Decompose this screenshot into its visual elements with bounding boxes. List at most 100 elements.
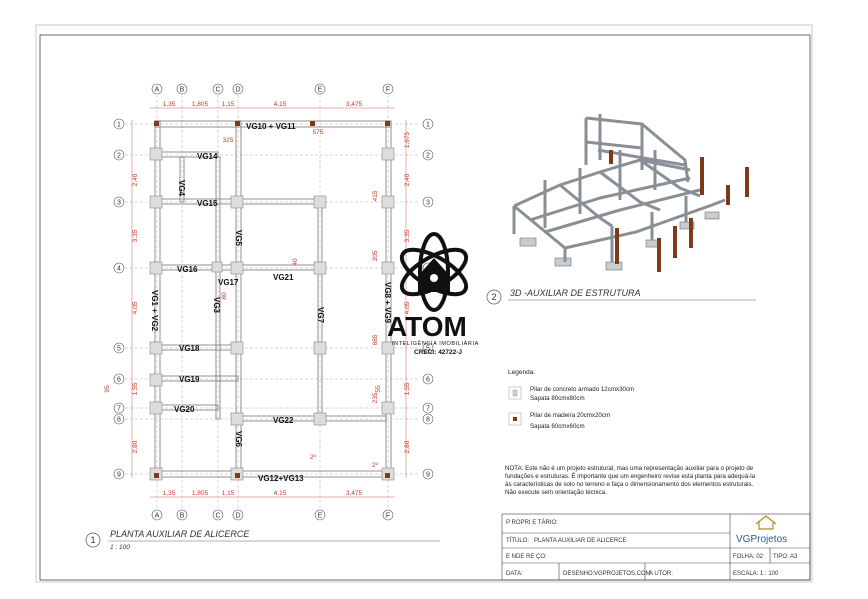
vgprojetos-logo-text: VGProjetos [736, 534, 787, 545]
date-label: DATA: [506, 571, 523, 577]
beam-vg20: VG20 [174, 405, 195, 414]
title-label: TÍTULO: [506, 537, 529, 544]
right-dim-2: 2,40 [404, 173, 411, 186]
beam-vg8-vg9: VG8 + VG9 [383, 282, 392, 324]
left-dim-2: 3,35 [132, 229, 139, 242]
beam-vg14: VG14 [197, 152, 218, 161]
bottom-dim-2: 1,805 [192, 490, 209, 497]
row-axis-left-6: 6 [117, 377, 121, 384]
beam-vg6: VG6 [234, 431, 243, 448]
row-axis-right-9: 9 [426, 472, 430, 479]
row-axis-left-5: 5 [117, 346, 121, 353]
col-axis-top-f: F [386, 87, 390, 94]
dim-575: 575 [313, 129, 324, 136]
atom-brand: ATOM [387, 311, 467, 342]
note-line-1: NOTA: Este não é um projeto estrutural, … [505, 465, 754, 472]
beam-vg18: VG18 [179, 344, 200, 353]
dim-40: 40 [292, 258, 299, 266]
scale-label: ESCALA: 1 : 100 [733, 571, 779, 577]
col-axis-top-b: B [180, 87, 185, 94]
legend-item-2-line2: Sapata 60cmx60cm [530, 423, 585, 430]
beam-vg12-vg13: VG12+VG13 [258, 474, 304, 483]
row-axis-left-2: 2 [117, 153, 121, 160]
beam-vg4: VG4 [177, 180, 186, 197]
atom-creci: CRECI: 42722-J [414, 349, 462, 356]
beam-vg15: VG15 [197, 199, 218, 208]
legend-item-1-line2: Sapata 80cmx80cm [530, 395, 585, 402]
beam-vg22: VG22 [273, 416, 294, 425]
dim-325: 325 [223, 137, 234, 144]
row-axis-right-3: 3 [426, 200, 430, 207]
col-axis-top-c: C [215, 87, 220, 94]
view3d-number-circle [486, 289, 502, 305]
outer-frame [35, 24, 813, 583]
left-dim-4: 1,55 [132, 382, 139, 395]
left-dim-5: 2,80 [132, 440, 139, 453]
row-axis-right-7: 7 [426, 406, 430, 413]
bottom-dim-5: 3,475 [346, 490, 363, 497]
legend: Legenda: Pilar de concreto armado 12cmx3… [508, 369, 634, 430]
col-axis-bottom-b: B [180, 513, 185, 520]
address-label: E NDE RE ÇO: [506, 554, 547, 560]
atom-watermark: ATOM INTELIGÊNCIA IMOBILIÁRIA CRECI: 427… [387, 232, 479, 356]
beam-vg1-vg2: VG1 + VG2 [150, 290, 159, 332]
plan-number-circle [85, 532, 101, 548]
col-axis-bottom-d: D [235, 513, 240, 520]
dim-55: 55 [375, 385, 382, 393]
bottom-dim-1: 1,35 [163, 490, 176, 497]
col-axis-top-d: D [235, 87, 240, 94]
note-line-4: Não execute sem orientação técnica. [505, 489, 607, 496]
right-dim-3: 3,35 [404, 229, 411, 242]
note-line-2: fundações e estruturas. É importante que… [505, 473, 756, 480]
type-label: TIPO: A3 [773, 554, 798, 560]
title-block: P ROPRI E TÁRIO: TÍTULO: PLANTA AUXILIAR… [501, 513, 811, 581]
plan-number: 1 [90, 535, 95, 545]
inner-frame [39, 34, 811, 581]
sheet-label: FOLHA: 02 [733, 554, 764, 560]
row-axis-left-8: 8 [117, 417, 121, 424]
title-value: PLANTA AUXILIAR DE ALICERCE [534, 538, 627, 544]
row-axis-right-1: 1 [426, 122, 430, 129]
marker-2: 2º [372, 462, 379, 469]
structure-3d-view: 2 3D -AUXILIAR DE ESTRUTURA [486, 114, 756, 305]
row-axis-left-3: 3 [117, 200, 121, 207]
plan-title: PLANTA AUXILIAR DE ALICERCE [110, 529, 250, 539]
note-line-3: às características de solo no terreno e … [505, 481, 754, 488]
author-label: A UTOR: [649, 571, 673, 577]
top-dim-3: 1,15 [222, 101, 235, 108]
dim-95: 95 [104, 385, 111, 393]
vgprojetos-logo: VGProjetos [736, 515, 787, 545]
beam-vg16: VG16 [177, 265, 198, 274]
col-axis-top-a: A [155, 87, 160, 94]
beam-vg19: VG19 [179, 375, 200, 384]
row-axis-right-2: 2 [426, 153, 430, 160]
dim-80: 80 [221, 292, 228, 300]
col-axis-top-e: E [318, 87, 323, 94]
plan-scale: 1 : 100 [110, 544, 130, 551]
view3d-title: 3D -AUXILIAR DE ESTRUTURA [510, 288, 641, 298]
beam-vg17: VG17 [218, 278, 239, 287]
right-dim-6: 2,80 [404, 440, 411, 453]
dim-235: 235 [372, 392, 379, 403]
marker-1: 2º [310, 454, 317, 461]
top-dim-1: 1,35 [163, 101, 176, 108]
row-axis-left-9: 9 [117, 472, 121, 479]
dim-415: 415 [372, 190, 379, 201]
top-dim-5: 3,475 [346, 101, 363, 108]
foundation-plan: A B C D E F A B C D E F 1 2 [85, 83, 440, 551]
wood-pillar-icon [513, 417, 517, 421]
technical-note: NOTA: Este não é um projeto estrutural, … [505, 465, 756, 496]
designer-label: DESENHO: [563, 571, 595, 577]
top-dim-4: 4,15 [274, 101, 287, 108]
beam-vg10-vg11: VG10 + VG11 [246, 122, 296, 131]
legend-title: Legenda: [508, 369, 535, 376]
beam-vg7: VG7 [316, 307, 325, 324]
top-dim-2: 1,805 [192, 101, 209, 108]
concrete-pillar-icon [512, 389, 518, 397]
beam-vg5: VG5 [234, 230, 243, 247]
legend-item-2-line1: Pilar de madeira 20cmx20cm [530, 412, 610, 419]
left-dim-1: 2,40 [132, 173, 139, 186]
atom-tagline: INTELIGÊNCIA IMOBILIÁRIA [392, 339, 479, 347]
